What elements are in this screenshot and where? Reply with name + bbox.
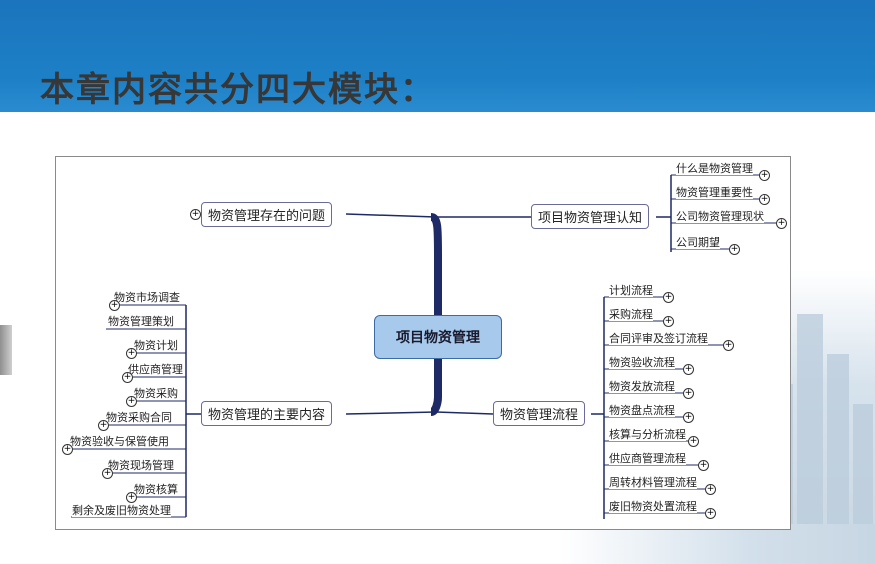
node-analysis-process[interactable]: 核算与分析流程: [609, 428, 686, 441]
plus-circle-icon[interactable]: +: [98, 420, 109, 431]
slide-header-bar: [0, 0, 875, 112]
node-acceptance-storage[interactable]: 物资验收与保管使用: [70, 435, 169, 448]
branch-cognition[interactable]: 项目物资管理认知: [531, 204, 650, 229]
branch-problems[interactable]: 物资管理存在的问题: [201, 202, 333, 227]
plus-circle-icon[interactable]: +: [190, 209, 201, 220]
plus-circle-icon[interactable]: +: [688, 436, 699, 447]
plus-circle-icon[interactable]: +: [759, 194, 770, 205]
plus-circle-icon[interactable]: +: [683, 388, 694, 399]
node-inventory-process[interactable]: 物资盘点流程: [609, 404, 675, 417]
node-purchase[interactable]: 物资采购: [134, 387, 178, 400]
mind-map: 项目物资管理 物资管理存在的问题 + 项目物资管理认知 什么是物资管理 + 物资…: [55, 156, 791, 530]
node-contract-process[interactable]: 合同评审及签订流程: [609, 332, 708, 345]
plus-circle-icon[interactable]: +: [109, 300, 120, 311]
node-acceptance-process[interactable]: 物资验收流程: [609, 356, 675, 369]
node-issue-process[interactable]: 物资发放流程: [609, 380, 675, 393]
plus-circle-icon[interactable]: +: [683, 364, 694, 375]
plus-circle-icon[interactable]: +: [683, 412, 694, 423]
plus-circle-icon[interactable]: +: [759, 170, 770, 181]
node-market-research[interactable]: 物资市场调查: [114, 291, 180, 304]
node-what-is-material-mgmt[interactable]: 什么是物资管理: [676, 162, 753, 175]
node-material-plan[interactable]: 物资计划: [134, 339, 178, 352]
left-edge-decoration: [0, 325, 12, 375]
plus-circle-icon[interactable]: +: [698, 460, 709, 471]
node-turnover-process[interactable]: 周转材料管理流程: [609, 476, 697, 489]
plus-circle-icon[interactable]: +: [126, 492, 137, 503]
node-company-expectation[interactable]: 公司期望: [676, 236, 720, 249]
plus-circle-icon[interactable]: +: [776, 218, 787, 229]
node-importance[interactable]: 物资管理重要性: [676, 186, 753, 199]
node-waste-disposal[interactable]: 剩余及废旧物资处理: [72, 504, 171, 517]
plus-circle-icon[interactable]: +: [126, 348, 137, 359]
slide-title: 本章内容共分四大模块：: [40, 70, 436, 110]
branch-main-content[interactable]: 物资管理的主要内容: [201, 401, 333, 426]
plus-circle-icon[interactable]: +: [122, 372, 133, 383]
node-site-management[interactable]: 物资现场管理: [108, 459, 174, 472]
node-purchase-process[interactable]: 采购流程: [609, 308, 653, 321]
mind-map-center-node[interactable]: 项目物资管理: [374, 315, 502, 359]
node-accounting[interactable]: 物资核算: [134, 483, 178, 496]
node-waste-process[interactable]: 废旧物资处置流程: [609, 500, 697, 513]
plus-circle-icon[interactable]: +: [663, 292, 674, 303]
node-supplier[interactable]: 供应商管理: [128, 363, 183, 376]
node-supplier-process[interactable]: 供应商管理流程: [609, 452, 686, 465]
node-company-status[interactable]: 公司物资管理现状: [676, 210, 764, 223]
plus-circle-icon[interactable]: +: [102, 468, 113, 479]
plus-circle-icon[interactable]: +: [62, 444, 73, 455]
background-bottom-image: [560, 524, 875, 564]
plus-circle-icon[interactable]: +: [723, 340, 734, 351]
branch-process[interactable]: 物资管理流程: [493, 401, 586, 426]
plus-circle-icon[interactable]: +: [729, 244, 740, 255]
plus-circle-icon[interactable]: +: [126, 396, 137, 407]
plus-circle-icon[interactable]: +: [705, 484, 716, 495]
node-planning[interactable]: 物资管理策划: [108, 315, 174, 328]
node-purchase-contract[interactable]: 物资采购合同: [106, 411, 172, 424]
plus-circle-icon[interactable]: +: [663, 316, 674, 327]
node-plan-process[interactable]: 计划流程: [609, 284, 653, 297]
plus-circle-icon[interactable]: +: [705, 508, 716, 519]
